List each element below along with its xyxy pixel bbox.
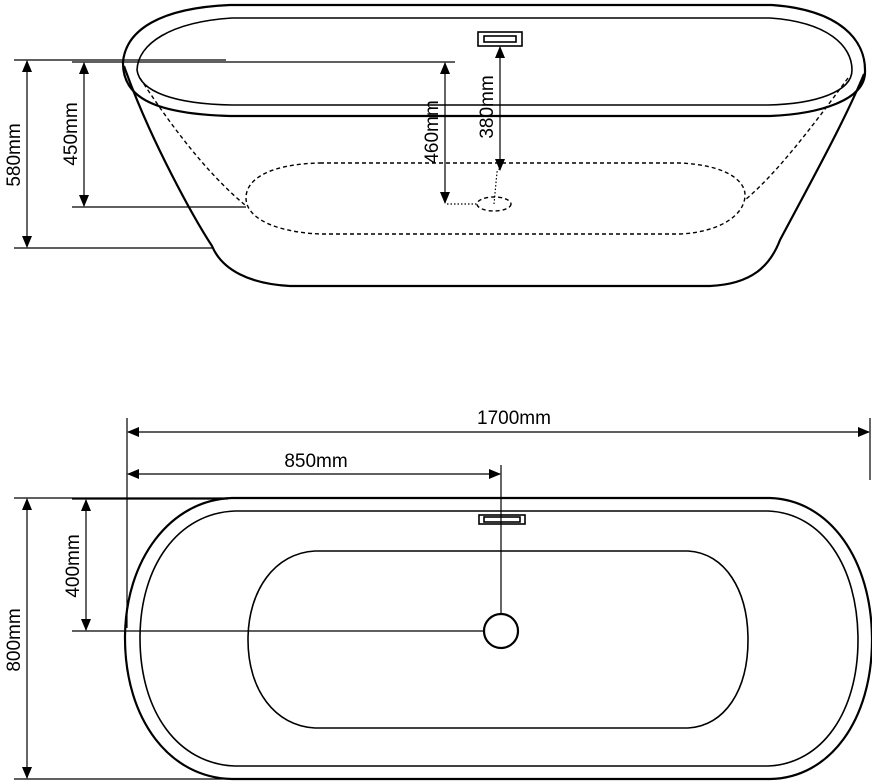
top-drain — [482, 612, 520, 650]
dim-label-800: 800mm — [4, 608, 25, 671]
dim-label-400: 400mm — [63, 534, 84, 597]
side-shell — [122, 65, 866, 288]
side-overflow-fitting — [477, 31, 523, 47]
dim-label-580: 580mm — [4, 123, 25, 186]
dim-label-450: 450mm — [61, 102, 82, 165]
side-drain-pipe — [447, 164, 503, 205]
dim-label-1700: 1700mm — [477, 408, 551, 429]
side-basin-floor — [245, 162, 746, 235]
top-overflow-fitting — [478, 514, 526, 525]
dim-label-850: 850mm — [284, 451, 347, 472]
top-view: 1700mm 850mm 400mm 800mm — [4, 408, 872, 781]
side-basin-wall-left — [139, 77, 246, 206]
side-drain — [476, 196, 512, 212]
side-view: 580mm 450mm 460mm 380mm — [4, 3, 867, 288]
side-basin-wall-right — [744, 77, 849, 201]
top-rim-inner — [139, 510, 859, 767]
top-rim-outer — [123, 496, 872, 781]
dim-label-380: 380mm — [477, 75, 498, 138]
top-basin — [247, 550, 749, 729]
dim-label-460: 460mm — [422, 100, 443, 163]
